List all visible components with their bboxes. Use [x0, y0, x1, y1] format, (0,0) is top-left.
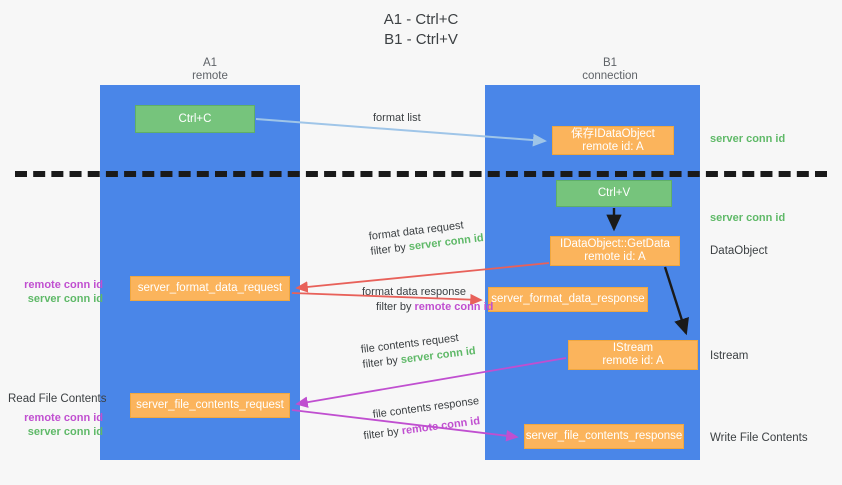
dashed-divider: [15, 171, 827, 177]
server-conn-id-text: server conn id: [710, 133, 786, 145]
flow-label-format-data-request: format data request filter by server con…: [368, 216, 485, 260]
box-save-idataobject[interactable]: 保存IDataObject remote id: A: [552, 126, 674, 155]
remote-conn-id-text: remote conn id: [414, 301, 494, 313]
label-read-file-contents: Read File Contents: [8, 393, 107, 405]
box-server-format-data-response[interactable]: server_format_data_response: [488, 287, 648, 312]
box-server-file-contents-response[interactable]: server_file_contents_response: [524, 424, 684, 449]
box-server-format-data-request[interactable]: server_format_data_request: [130, 276, 290, 301]
page-title: A1 - Ctrl+C B1 - Ctrl+V: [383, 11, 459, 48]
box-idataobject-getdata[interactable]: IDataObject::GetData remote id: A: [550, 236, 680, 266]
box-ctrl-c[interactable]: Ctrl+C: [135, 105, 255, 133]
annotation-conn-ids-left-lower: remote conn id server conn id: [8, 411, 103, 439]
label-istream: Istream: [710, 350, 749, 362]
remote-conn-id-text: remote conn id: [24, 412, 103, 424]
remote-conn-id-text: remote conn id: [24, 279, 103, 291]
filter-by-text: filter by: [362, 425, 403, 443]
flow-label-text: format data response: [362, 286, 466, 298]
flow-label-file-contents-request: file contents request filter by server c…: [360, 329, 477, 373]
annotation-server-conn-id-top: server conn id: [710, 132, 785, 146]
column-header-a1: A1 remote: [192, 57, 228, 82]
box-istream[interactable]: IStream remote id: A: [568, 340, 698, 370]
flow-label-format-list: format list: [373, 111, 421, 126]
flow-label-filter: filter by remote conn id: [376, 300, 493, 315]
annotation-server-conn-id-mid: server conn id: [710, 211, 785, 225]
box-ctrl-v[interactable]: Ctrl+V: [556, 180, 672, 207]
filter-by-text: filter by: [376, 301, 415, 313]
server-conn-id-text: server conn id: [27, 426, 103, 438]
label-data-object: DataObject: [710, 245, 768, 257]
column-header-b1: B1 connection: [582, 57, 638, 82]
remote-conn-id-text: remote conn id: [401, 415, 481, 438]
filter-by-text: filter by: [369, 241, 410, 258]
filter-by-text: filter by: [361, 354, 402, 371]
annotation-conn-ids-left-upper: remote conn id server conn id: [8, 278, 103, 306]
flow-label-text: format list: [373, 112, 421, 124]
server-conn-id-text: server conn id: [710, 212, 786, 224]
server-conn-id-text: server conn id: [27, 293, 103, 305]
flow-label-format-data-response: format data response filter by remote co…: [362, 285, 493, 315]
label-write-file-contents: Write File Contents: [710, 432, 808, 444]
box-server-file-contents-request[interactable]: server_file_contents_request: [130, 393, 290, 418]
flow-label-file-contents-response: file contents response filter by remote …: [363, 394, 483, 443]
